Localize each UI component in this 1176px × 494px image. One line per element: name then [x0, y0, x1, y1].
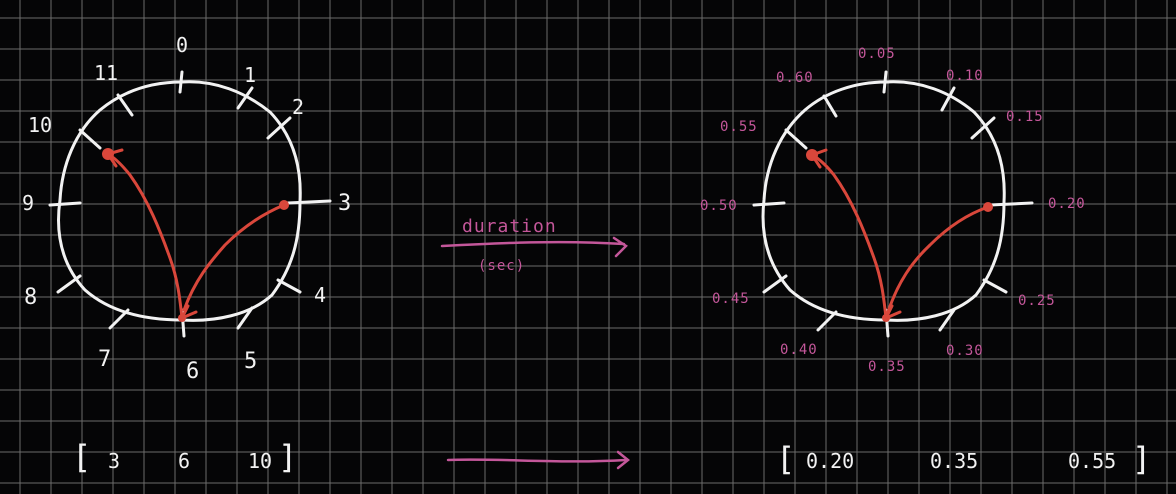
bottom-arrow-head: [616, 450, 631, 470]
left-dot-6: [178, 314, 186, 322]
tick-11: [822, 94, 838, 118]
left-clock-label: 9: [22, 191, 34, 215]
right-clock: 0.05 0.10 0.15 0.20 0.25 0.30 0.35 0.40 …: [700, 46, 1086, 375]
left-array-value: 10: [248, 449, 272, 473]
right-array-value: 0.55: [1068, 449, 1116, 473]
tick-0: [882, 70, 888, 94]
left-clock: 0 1 2 3 4 5 6 7 8 9 10 11: [22, 33, 351, 384]
right-dot-0.20: [983, 202, 993, 212]
right-array: [ 0.20 0.35 0.55 ]: [776, 440, 1151, 478]
right-clock-label: 0.30: [946, 343, 984, 359]
duration-arrow-head: [612, 236, 628, 258]
right-clock-ticks: [752, 70, 1034, 338]
right-clock-label: 0.05: [858, 46, 896, 62]
left-array: [ 3 6 10 ]: [72, 438, 297, 476]
right-clock-label: 0.35: [868, 359, 906, 375]
left-clock-label: 10: [28, 113, 52, 137]
right-dot-0.35: [882, 314, 890, 322]
left-clock-path: [182, 203, 286, 312]
left-clock-label: 8: [24, 285, 37, 310]
left-array-value: 6: [178, 449, 190, 473]
tick-2: [970, 116, 996, 140]
left-clock-path-return: [106, 152, 184, 320]
left-clock-label: 3: [338, 191, 351, 216]
right-array-open-bracket: [: [776, 440, 795, 478]
tick-7: [816, 310, 838, 332]
left-array-value: 3: [108, 449, 120, 473]
right-array-value: 0.35: [930, 449, 978, 473]
tick-9: [48, 201, 82, 207]
right-clock-label: 0.55: [720, 119, 758, 135]
left-clock-label: 0: [176, 33, 188, 57]
tick-10: [78, 128, 102, 150]
tick-7: [108, 308, 130, 330]
left-array-close-bracket: ]: [278, 438, 297, 476]
tick-1: [940, 86, 956, 112]
right-clock-label: 0.60: [776, 70, 814, 86]
right-clock-label: 0.10: [946, 68, 984, 84]
left-clock-circle: [56, 80, 302, 322]
right-clock-label: 0.15: [1006, 109, 1044, 125]
duration-arrow: duration (sec): [440, 216, 628, 274]
tick-11: [116, 93, 134, 117]
right-dot-0.55: [806, 149, 818, 161]
left-clock-label: 1: [244, 63, 256, 87]
duration-label: duration: [462, 216, 557, 237]
tick-0: [178, 70, 184, 94]
tick-1: [236, 86, 254, 110]
duration-arrow-shaft: [440, 240, 626, 248]
right-clock-circle: [761, 80, 1006, 322]
tick-3: [286, 199, 332, 205]
right-clock-label: 0.20: [1048, 196, 1086, 212]
tick-3: [988, 201, 1034, 207]
left-clock-label: 5: [244, 349, 257, 374]
left-clock-label: 6: [186, 359, 199, 384]
tick-5: [236, 306, 254, 330]
tick-4: [982, 278, 1008, 294]
right-array-value: 0.20: [806, 449, 854, 473]
tick-8: [762, 274, 788, 294]
left-clock-label: 11: [94, 61, 118, 85]
right-clock-label: 0.25: [1018, 293, 1056, 309]
tick-2: [266, 116, 292, 140]
left-clock-label: 2: [292, 95, 304, 119]
tick-10: [784, 128, 808, 150]
tick-9: [752, 201, 786, 207]
bottom-arrow-shaft: [446, 458, 628, 463]
tick-4: [276, 278, 302, 294]
left-array-open-bracket: [: [72, 438, 91, 476]
right-clock-label: 0.50: [700, 198, 738, 214]
right-clock-path: [886, 205, 990, 314]
left-dot-3: [279, 200, 289, 210]
right-array-close-bracket: ]: [1132, 440, 1151, 478]
tick-8: [56, 274, 82, 294]
duration-sublabel: (sec): [478, 258, 525, 274]
bottom-arrow: [446, 450, 631, 470]
right-clock-path-return: [810, 153, 888, 320]
left-dot-10: [102, 148, 114, 160]
right-clock-label: 0.40: [780, 342, 818, 358]
left-clock-label: 7: [98, 347, 111, 372]
right-clock-label: 0.45: [712, 291, 750, 307]
left-clock-label: 4: [314, 283, 326, 307]
tick-5: [938, 308, 956, 332]
